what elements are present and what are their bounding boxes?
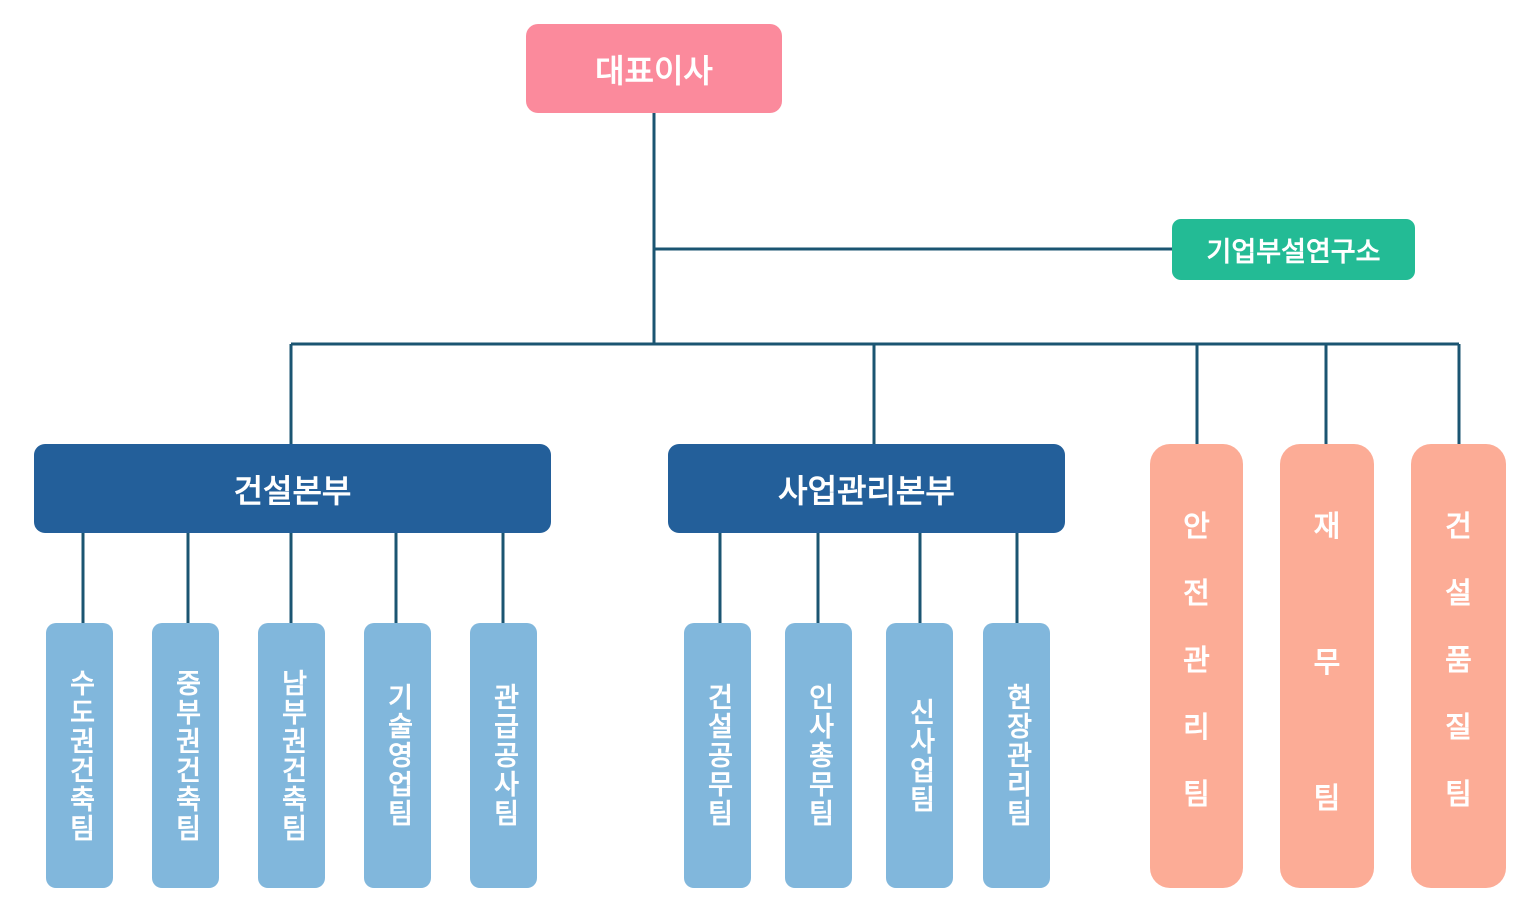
division-box-business-management: 사업관리본부 [668, 444, 1065, 533]
team-box: 신사업팀 [886, 623, 953, 888]
team-box: 인사총무팀 [785, 623, 852, 888]
team-label: 수도권건축팀 [64, 668, 95, 843]
team-box: 남부권건축팀 [258, 623, 325, 888]
team-box: 현장관리팀 [983, 623, 1050, 888]
team-box: 건설공무팀 [684, 623, 751, 888]
team-label: 건설공무팀 [702, 683, 733, 828]
team-label: 인사총무팀 [803, 683, 834, 828]
lab-box: 기업부설연구소 [1172, 219, 1415, 280]
team-box: 관급공사팀 [470, 623, 537, 888]
team-label: 신사업팀 [904, 697, 935, 814]
team-box: 중부권건축팀 [152, 623, 219, 888]
team-label: 중부권건축팀 [170, 668, 201, 843]
ceo-label: 대표이사 [595, 51, 713, 90]
team-label: 관급공사팀 [488, 683, 519, 828]
division-box-construction: 건설본부 [34, 444, 551, 533]
lab-label: 기업부설연구소 [1206, 237, 1381, 268]
team-box: 기술영업팀 [364, 623, 431, 888]
division-label: 건설본부 [233, 471, 352, 510]
team-label: 현장관리팀 [1001, 683, 1032, 828]
team-box: 수도권건축팀 [46, 623, 113, 888]
team-label: 남부권건축팀 [276, 668, 307, 843]
team-label: 기술영업팀 [382, 683, 413, 828]
division-label: 사업관리본부 [778, 471, 955, 510]
ceo-box: 대표이사 [526, 24, 782, 113]
